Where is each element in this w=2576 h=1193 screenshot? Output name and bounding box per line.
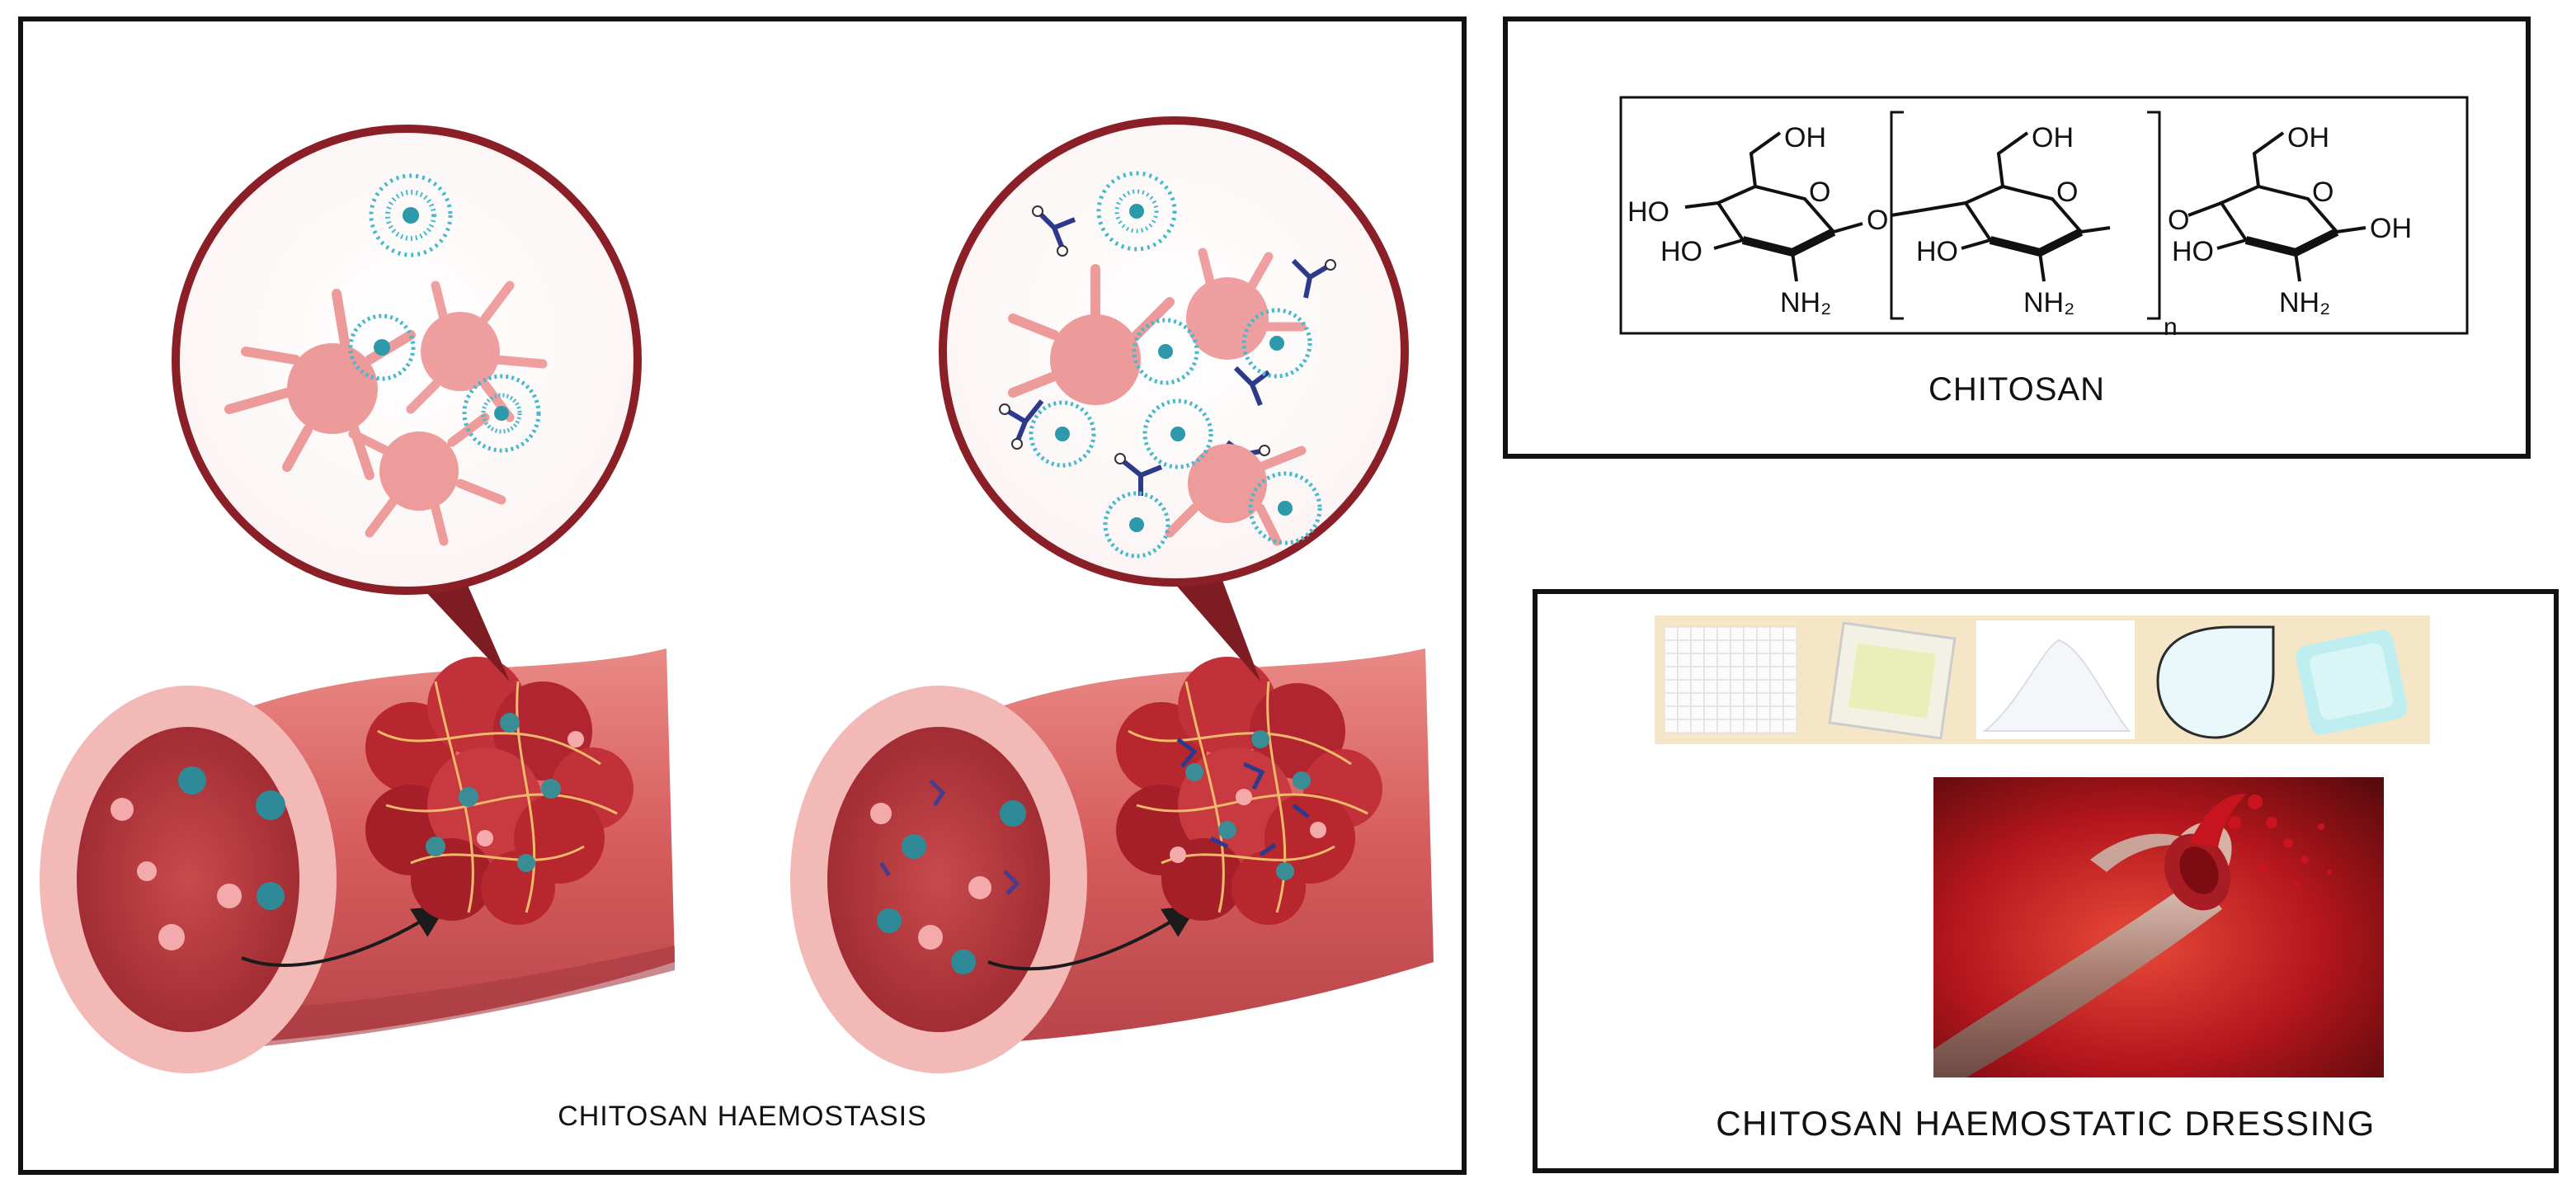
haemostasis-illustration — [40, 116, 1434, 1073]
atom-label: NH₂ — [2023, 287, 2074, 318]
atom-label: OH — [2032, 122, 2074, 153]
dressing-products-strip — [1655, 615, 2430, 744]
activated-platelet-icon — [1008, 248, 1307, 546]
chitosan-particle-in-vessel-left — [178, 766, 285, 910]
activated-platelet-icon — [406, 281, 548, 422]
atom-label: OH — [2287, 122, 2329, 153]
chitosan-caption: CHITOSAN — [1928, 371, 2105, 408]
atom-label: O — [1867, 205, 1888, 236]
atom-label: O — [2056, 177, 2078, 208]
powder-dressing-image — [1976, 620, 2135, 739]
atom-label: OH — [1784, 122, 1826, 153]
atom-label: HO — [1916, 236, 1958, 267]
glucosamine-unit-2 — [1891, 131, 2111, 282]
flow-arrow-left — [241, 905, 447, 967]
chitosan-particle-icon — [462, 374, 541, 453]
blood-clot-right — [1116, 657, 1382, 925]
blood-splash — [2189, 794, 2332, 888]
polymer-chain-in-vessel-right — [878, 779, 1020, 895]
chitosan-particle-icon — [1096, 171, 1177, 252]
glucosamine-unit-3 — [2187, 131, 2366, 282]
atom-label: O — [2168, 205, 2189, 236]
repeat-subscript: n — [2164, 314, 2178, 341]
activated-platelet-icon — [348, 413, 506, 546]
platelet-in-vessel-right — [870, 803, 991, 950]
chitosan-particle-icon — [348, 314, 416, 381]
atom-label: OH — [2370, 213, 2412, 244]
magnified-view-left — [172, 125, 642, 595]
atom-label: O — [2312, 177, 2333, 208]
blood-clot-left — [365, 657, 633, 925]
bleeding-vessel-image — [1933, 777, 2384, 1077]
magnified-view-right — [939, 116, 1409, 587]
haemostasis-panel: CHITOSAN HAEMOSTASIS — [18, 17, 1467, 1175]
atom-label: HO — [2172, 236, 2214, 267]
haemostasis-caption: CHITOSAN HAEMOSTASIS — [558, 1101, 927, 1132]
glucosamine-unit-1 — [1684, 131, 1863, 282]
atom-label: HO — [1627, 196, 1669, 228]
atom-label: O — [1809, 177, 1830, 208]
chitosan-structure-panel: OH HO HO O NH₂ O OH HO O NH₂ n O — [1503, 17, 2531, 459]
dressing-caption: CHITOSAN HAEMOSTATIC DRESSING — [1716, 1104, 2376, 1143]
sponge-dressing-image — [2296, 630, 2408, 735]
chitosan-particle-in-vessel-right — [877, 800, 1026, 974]
atom-label: HO — [1660, 236, 1702, 267]
chitosan-particle-icon — [1029, 308, 1322, 559]
film-dressing-image — [1828, 621, 1957, 740]
chitosan-structure-diagram: OH HO HO O NH₂ O OH HO O NH₂ n O — [1619, 96, 2469, 341]
atom-label: NH₂ — [2279, 287, 2330, 318]
atom-label: NH₂ — [1780, 287, 1831, 318]
gauze-dressing-image — [1664, 626, 1797, 733]
dressing-panel: CHITOSAN HAEMOSTATIC DRESSING — [1533, 589, 2559, 1173]
activated-platelet-icon — [224, 289, 416, 480]
chitosan-particle-icon — [369, 173, 453, 257]
platelet-in-vessel-left — [111, 798, 242, 950]
hydrogel-dressing-image — [2156, 625, 2275, 739]
flow-arrow-right — [987, 905, 1198, 971]
